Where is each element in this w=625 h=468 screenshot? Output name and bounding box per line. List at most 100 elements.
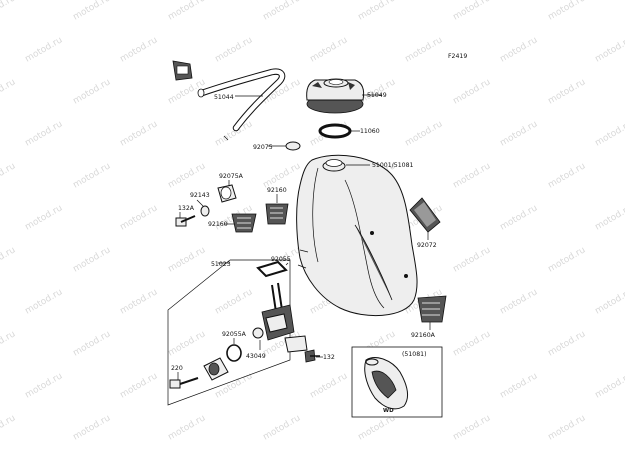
inset-title: (51081) bbox=[402, 351, 427, 358]
watermark-text: motod.ru bbox=[0, 77, 17, 106]
label-damper-side: 92160 bbox=[267, 187, 287, 194]
inset-box: (51081) WD bbox=[351, 346, 443, 418]
watermark-text: motod.ru bbox=[167, 161, 208, 190]
watermark-text: motod.ru bbox=[119, 119, 160, 148]
watermark-text: motod.ru bbox=[24, 287, 65, 316]
fuel-cock[interactable] bbox=[252, 282, 308, 353]
watermark-text: motod.ru bbox=[594, 371, 625, 400]
watermark-text: motod.ru bbox=[594, 119, 625, 148]
fuel-cap[interactable] bbox=[306, 78, 365, 114]
tank-band[interactable] bbox=[409, 197, 441, 233]
label-cap: 51049 bbox=[367, 92, 387, 99]
watermark-text: motod.ru bbox=[167, 329, 208, 358]
watermark-text: motod.ru bbox=[24, 35, 65, 64]
watermark-text: motod.ru bbox=[0, 329, 17, 358]
watermark-text: motod.ru bbox=[0, 245, 17, 274]
watermark-text: motod.ru bbox=[499, 119, 540, 148]
watermark-text: motod.ru bbox=[452, 245, 493, 274]
watermark-text: motod.ru bbox=[167, 245, 208, 274]
watermark-text: motod.ru bbox=[499, 287, 540, 316]
watermark-text: motod.ru bbox=[404, 35, 445, 64]
watermark-text: motod.ru bbox=[262, 0, 303, 23]
watermark-text: motod.ru bbox=[547, 161, 588, 190]
label-damper-a: 92075A bbox=[219, 173, 244, 180]
label-fuel-cock-assy: 51023 bbox=[211, 261, 231, 268]
fuel-tank[interactable] bbox=[296, 154, 418, 317]
label-bolt-a: 132A bbox=[178, 205, 195, 212]
watermark-text: motod.ru bbox=[119, 371, 160, 400]
damper-bottom[interactable] bbox=[231, 213, 257, 233]
inset-mark: WD bbox=[383, 408, 394, 414]
label-screw: 220 bbox=[171, 365, 183, 372]
bolt[interactable] bbox=[304, 349, 320, 363]
bolt-a[interactable] bbox=[175, 215, 196, 227]
watermark-text: motod.ru bbox=[547, 77, 588, 106]
watermark-text: motod.ru bbox=[214, 119, 255, 148]
screw[interactable] bbox=[169, 377, 199, 389]
label-clip: 92075 bbox=[253, 144, 273, 151]
watermark-text: motod.ru bbox=[72, 245, 113, 274]
watermark-text: motod.ru bbox=[452, 77, 493, 106]
label-o-ring: 92055A bbox=[222, 331, 247, 338]
watermark-text: motod.ru bbox=[452, 0, 493, 23]
watermark-text: motod.ru bbox=[452, 413, 493, 442]
watermark-text: motod.ru bbox=[167, 0, 208, 23]
watermark-text: motod.ru bbox=[547, 0, 588, 23]
watermark-text: motod.ru bbox=[24, 203, 65, 232]
label-collar: 92143 bbox=[190, 192, 210, 199]
watermark-text: motod.ru bbox=[547, 413, 588, 442]
watermark-text: motod.ru bbox=[119, 203, 160, 232]
watermark-text: motod.ru bbox=[119, 287, 160, 316]
watermark-text: motod.ru bbox=[594, 35, 625, 64]
label-hose: 51044 bbox=[214, 94, 234, 101]
label-damper-rear: 92160A bbox=[411, 332, 436, 339]
watermark-text: motod.ru bbox=[214, 287, 255, 316]
watermark-text: motod.ru bbox=[547, 329, 588, 358]
label-band: 92072 bbox=[417, 242, 437, 249]
cap-gasket[interactable] bbox=[318, 123, 352, 139]
damper-a[interactable] bbox=[217, 184, 237, 203]
watermark-text: motod.ru bbox=[309, 371, 350, 400]
watermark-text: motod.ru bbox=[24, 371, 65, 400]
lever-plate[interactable] bbox=[203, 357, 229, 381]
watermark-text: motod.ru bbox=[72, 161, 113, 190]
watermark-text: motod.ru bbox=[0, 161, 17, 190]
label-tank: 51001/51081 bbox=[372, 162, 414, 169]
watermark-text: motod.ru bbox=[357, 413, 398, 442]
watermark-text: motod.ru bbox=[72, 0, 113, 23]
watermark-text: motod.ru bbox=[309, 35, 350, 64]
cock-gasket[interactable] bbox=[256, 260, 288, 278]
watermark-text: motod.ru bbox=[119, 35, 160, 64]
watermark-text: motod.ru bbox=[72, 413, 113, 442]
watermark-text: motod.ru bbox=[262, 413, 303, 442]
collar[interactable] bbox=[200, 205, 210, 217]
watermark-text: motod.ru bbox=[452, 329, 493, 358]
watermark-text: motod.ru bbox=[499, 203, 540, 232]
damper-rear[interactable] bbox=[417, 295, 447, 323]
label-cock-gasket: 92055 bbox=[271, 256, 291, 263]
watermark-text: motod.ru bbox=[452, 161, 493, 190]
watermark-text: motod.ru bbox=[72, 77, 113, 106]
watermark-text: motod.ru bbox=[499, 35, 540, 64]
fuel-cock-assy-bracket bbox=[167, 259, 291, 406]
diagram-code: F2419 bbox=[448, 53, 467, 60]
inset-tank-decal[interactable] bbox=[364, 357, 408, 410]
watermark-text: motod.ru bbox=[547, 245, 588, 274]
label-bolt: 132 bbox=[323, 354, 335, 361]
watermark-text: motod.ru bbox=[357, 0, 398, 23]
fuel-hose[interactable] bbox=[172, 60, 286, 141]
watermark-text: motod.ru bbox=[24, 119, 65, 148]
watermark-text: motod.ru bbox=[499, 371, 540, 400]
label-gasket: 11060 bbox=[360, 128, 380, 135]
o-ring[interactable] bbox=[226, 344, 242, 362]
watermark-text: motod.ru bbox=[72, 329, 113, 358]
watermark-text: motod.ru bbox=[594, 287, 625, 316]
label-damper-bottom: 92160 bbox=[208, 221, 228, 228]
watermark-text: motod.ru bbox=[0, 413, 17, 442]
damper-side[interactable] bbox=[265, 203, 289, 225]
watermark-text: motod.ru bbox=[404, 119, 445, 148]
label-cock-body: 43049 bbox=[246, 353, 266, 360]
clip[interactable] bbox=[285, 141, 301, 151]
watermark-text: motod.ru bbox=[214, 35, 255, 64]
